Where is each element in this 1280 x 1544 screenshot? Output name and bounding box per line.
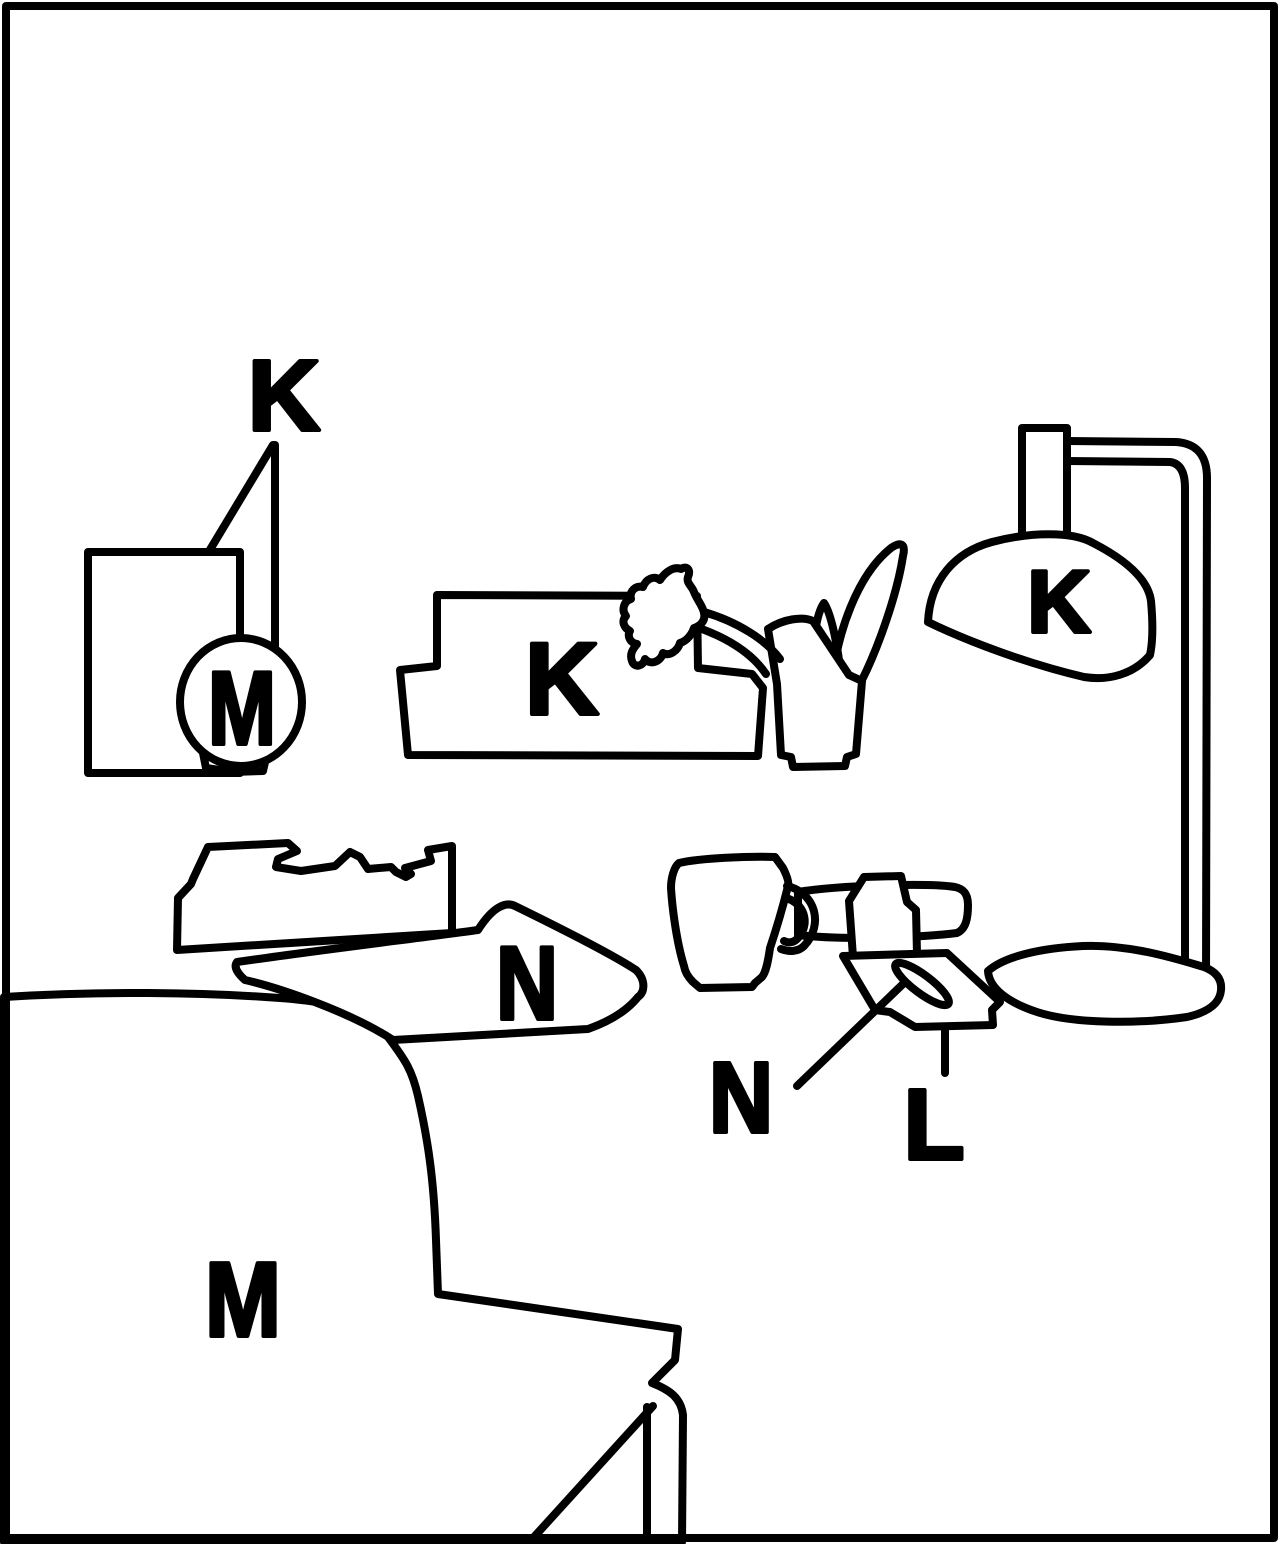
card-fold-diagonal-line xyxy=(204,441,277,557)
ball-label: M xyxy=(208,651,276,767)
mug-handle-inner-line xyxy=(780,895,809,947)
flower-stem-outer-line xyxy=(700,608,784,663)
pen xyxy=(891,958,953,1010)
lamp-base xyxy=(984,941,1226,1026)
ball xyxy=(176,634,306,770)
pen-leader-line xyxy=(793,980,907,1090)
wedge-object xyxy=(231,900,648,1044)
notepad-label: L xyxy=(903,1069,964,1181)
flower-stem-inner-line xyxy=(692,623,770,678)
armchair-label: M xyxy=(205,1241,281,1359)
flower xyxy=(619,563,709,670)
tall-leaf xyxy=(829,540,908,684)
lamp-shade xyxy=(924,530,1157,683)
mug xyxy=(667,852,793,992)
wedge-label: N xyxy=(496,926,558,1042)
card-label: K xyxy=(248,340,320,452)
pen-label: N xyxy=(709,1042,773,1154)
torn-box xyxy=(173,839,456,954)
tape-dispenser xyxy=(845,872,921,961)
armchair-leg-diagonal-line xyxy=(530,1402,657,1541)
lamp-label: K xyxy=(1027,552,1091,651)
lamp-arm-inner-line xyxy=(1063,457,1189,989)
mug-handle-outer-line xyxy=(777,882,820,955)
lamp-arm-outer-line xyxy=(1063,437,1211,989)
armchair xyxy=(0,988,687,1544)
lamp-neck xyxy=(1018,424,1071,554)
couch-label: K xyxy=(525,622,599,736)
vase xyxy=(764,614,866,771)
